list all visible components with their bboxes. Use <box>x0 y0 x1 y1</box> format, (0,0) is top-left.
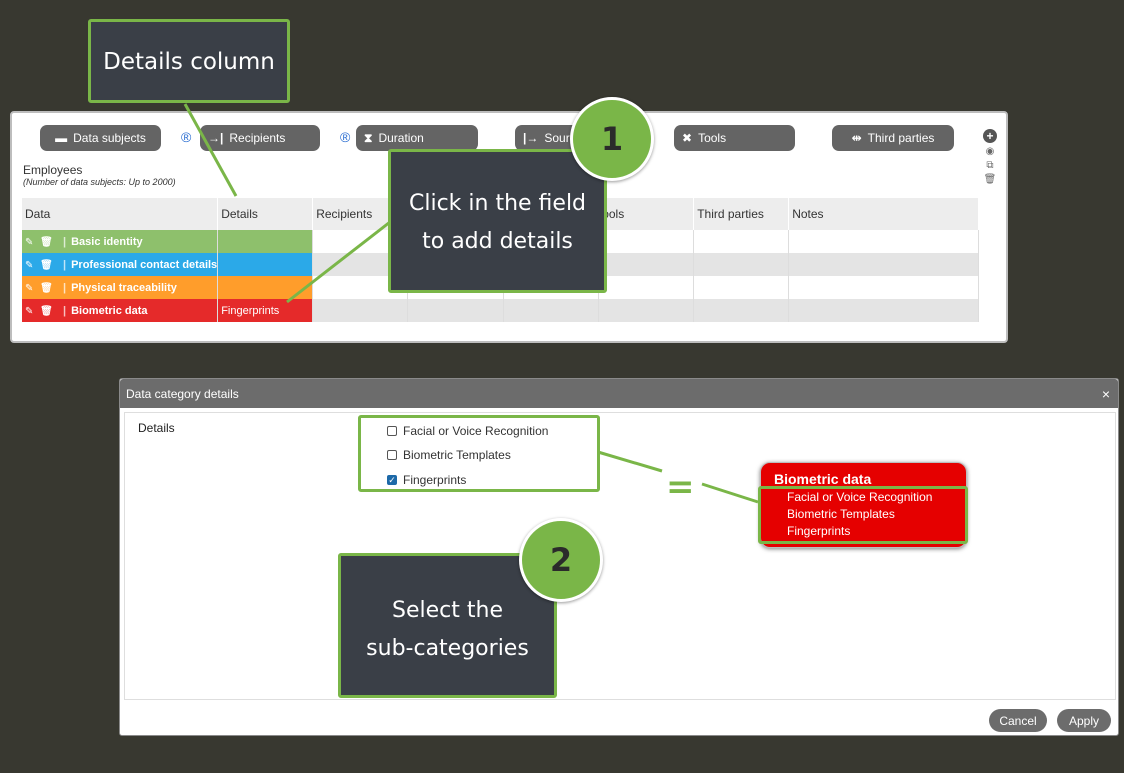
data-category-details-dialog: Data category details × Details Facial o… <box>119 378 1119 736</box>
option-facial-voice[interactable]: Facial or Voice Recognition <box>387 424 548 438</box>
equals-sign: = <box>666 467 695 507</box>
table-cell[interactable] <box>503 299 600 322</box>
option-label: Biometric Templates <box>403 448 511 462</box>
tools-icon: ✖ <box>682 131 693 145</box>
table-cell[interactable] <box>693 230 790 253</box>
table-cell[interactable] <box>312 299 409 322</box>
option-biometric-templates[interactable]: Biometric Templates <box>387 448 511 462</box>
table-cell[interactable] <box>598 230 695 253</box>
click-callout-line2: to add details <box>422 229 573 254</box>
details-column-callout: Details column <box>88 19 290 103</box>
id-card-icon: ▬ <box>55 131 68 145</box>
hourglass-icon: ⧗ <box>364 130 373 145</box>
result-item: Facial or Voice Recognition <box>787 490 933 504</box>
duration-button[interactable]: ⧗ Duration <box>356 125 478 151</box>
option-label: Fingerprints <box>403 473 467 487</box>
table-cell[interactable] <box>693 276 790 299</box>
cancel-button[interactable]: Cancel <box>989 709 1047 732</box>
table-cell[interactable] <box>693 299 790 322</box>
tools-label: Tools <box>698 131 727 145</box>
duration-label: Duration <box>378 131 424 145</box>
sources-label: Sour <box>544 131 570 145</box>
category-label: Biometric data <box>71 304 148 317</box>
table-cell[interactable] <box>788 253 980 276</box>
details-cell[interactable]: Fingerprints <box>217 299 314 322</box>
click-callout-line1: Click in the field <box>408 191 587 216</box>
checkbox-checked-icon[interactable]: ✓ <box>387 475 397 485</box>
apply-button[interactable]: Apply <box>1057 709 1111 732</box>
details-cell[interactable] <box>217 253 314 276</box>
column-header-tools: ools <box>598 198 695 230</box>
third-parties-button[interactable]: ⇹ Third parties <box>832 125 954 151</box>
data-subjects-label: Data subjects <box>73 131 146 145</box>
arrow-right-to-bar-icon: →| <box>208 131 224 145</box>
side-actions: + ◉ ⧉ 🗑 <box>983 129 997 185</box>
select-callout-line2: sub-categories <box>366 636 529 661</box>
edit-delete-icons[interactable]: ✎ 🗑 <box>25 282 55 294</box>
data-subjects-button[interactable]: ▬ Data subjects <box>40 125 161 151</box>
details-cell[interactable] <box>217 276 314 299</box>
people-arrows-icon: ⇹ <box>851 131 862 145</box>
table-cell[interactable] <box>598 276 695 299</box>
category-cell[interactable]: ✎ 🗑|Biometric data <box>22 299 219 322</box>
column-header-data: Data <box>22 198 219 230</box>
recipients-label: Recipients <box>229 131 286 145</box>
details-label: Details <box>138 421 175 435</box>
edit-delete-icons[interactable]: ✎ 🗑 <box>25 236 55 248</box>
recipients-button[interactable]: →| Recipients <box>200 125 320 151</box>
edit-delete-icons[interactable]: ✎ 🗑 <box>25 259 55 271</box>
category-cell[interactable]: ✎ 🗑|Professional contact details <box>22 253 219 276</box>
dialog-header: Data category details × <box>120 379 1118 408</box>
result-item: Biometric Templates <box>787 507 895 521</box>
add-icon[interactable]: + <box>983 129 997 143</box>
tools-button[interactable]: ✖ Tools <box>674 125 795 151</box>
select-callout-line1: Select the <box>392 598 503 623</box>
third-parties-label: Third parties <box>867 131 935 145</box>
checkbox-icon[interactable] <box>387 450 397 460</box>
step-1-badge: 1 <box>570 97 654 181</box>
table-cell[interactable] <box>788 299 980 322</box>
option-fingerprints[interactable]: ✓ Fingerprints <box>387 473 466 487</box>
category-label: Basic identity <box>71 235 143 248</box>
column-header-third-parties: Third parties <box>693 198 790 230</box>
result-highlight-frame <box>758 486 968 544</box>
details-column-text: Details column <box>103 49 275 75</box>
category-cell[interactable]: ✎ 🗑|Basic identity <box>22 230 219 253</box>
table-cell[interactable] <box>693 253 790 276</box>
option-label: Facial or Voice Recognition <box>403 424 549 438</box>
data-subject-count: (Number of data subjects: Up to 2000) <box>23 177 176 187</box>
biometric-data-result: Biometric data Facial or Voice Recogniti… <box>760 462 967 548</box>
table-cell[interactable] <box>788 276 980 299</box>
step-2-badge: 2 <box>519 518 603 602</box>
arrow-into-icon: |→ <box>523 131 539 145</box>
dialog-body: Details Facial or Voice Recognition Biom… <box>124 412 1116 700</box>
column-header-notes: Notes <box>788 198 980 230</box>
result-title: Biometric data <box>774 471 872 487</box>
category-cell[interactable]: ✎ 🗑|Physical traceability <box>22 276 219 299</box>
table-cell[interactable] <box>788 230 980 253</box>
data-subject-title: Employees <box>23 163 83 177</box>
copy-icon[interactable]: ⧉ <box>986 160 994 171</box>
table-cell[interactable] <box>598 299 695 322</box>
table-cell[interactable] <box>407 299 505 322</box>
table-cell[interactable] <box>598 253 695 276</box>
details-cell[interactable] <box>217 230 314 253</box>
checkbox-icon[interactable] <box>387 426 397 436</box>
close-icon[interactable]: × <box>1101 385 1110 402</box>
column-header-details: Details <box>217 198 314 230</box>
select-subcategories-callout: Select the sub-categories <box>338 553 557 698</box>
checkbox-highlight-frame <box>358 415 600 492</box>
registered-icon: ® <box>181 129 192 145</box>
trash-icon[interactable]: 🗑 <box>983 174 997 185</box>
result-item: Fingerprints <box>787 524 851 538</box>
category-label: Professional contact details <box>71 258 218 271</box>
edit-delete-icons[interactable]: ✎ 🗑 <box>25 305 55 317</box>
dialog-title: Data category details <box>126 386 239 401</box>
category-label: Physical traceability <box>71 281 177 294</box>
registered-icon: ® <box>340 129 351 145</box>
eye-icon[interactable]: ◉ <box>985 146 995 157</box>
table-row: ✎ 🗑|Biometric data Fingerprints <box>22 299 980 322</box>
click-field-callout: Click in the field to add details <box>388 149 607 293</box>
